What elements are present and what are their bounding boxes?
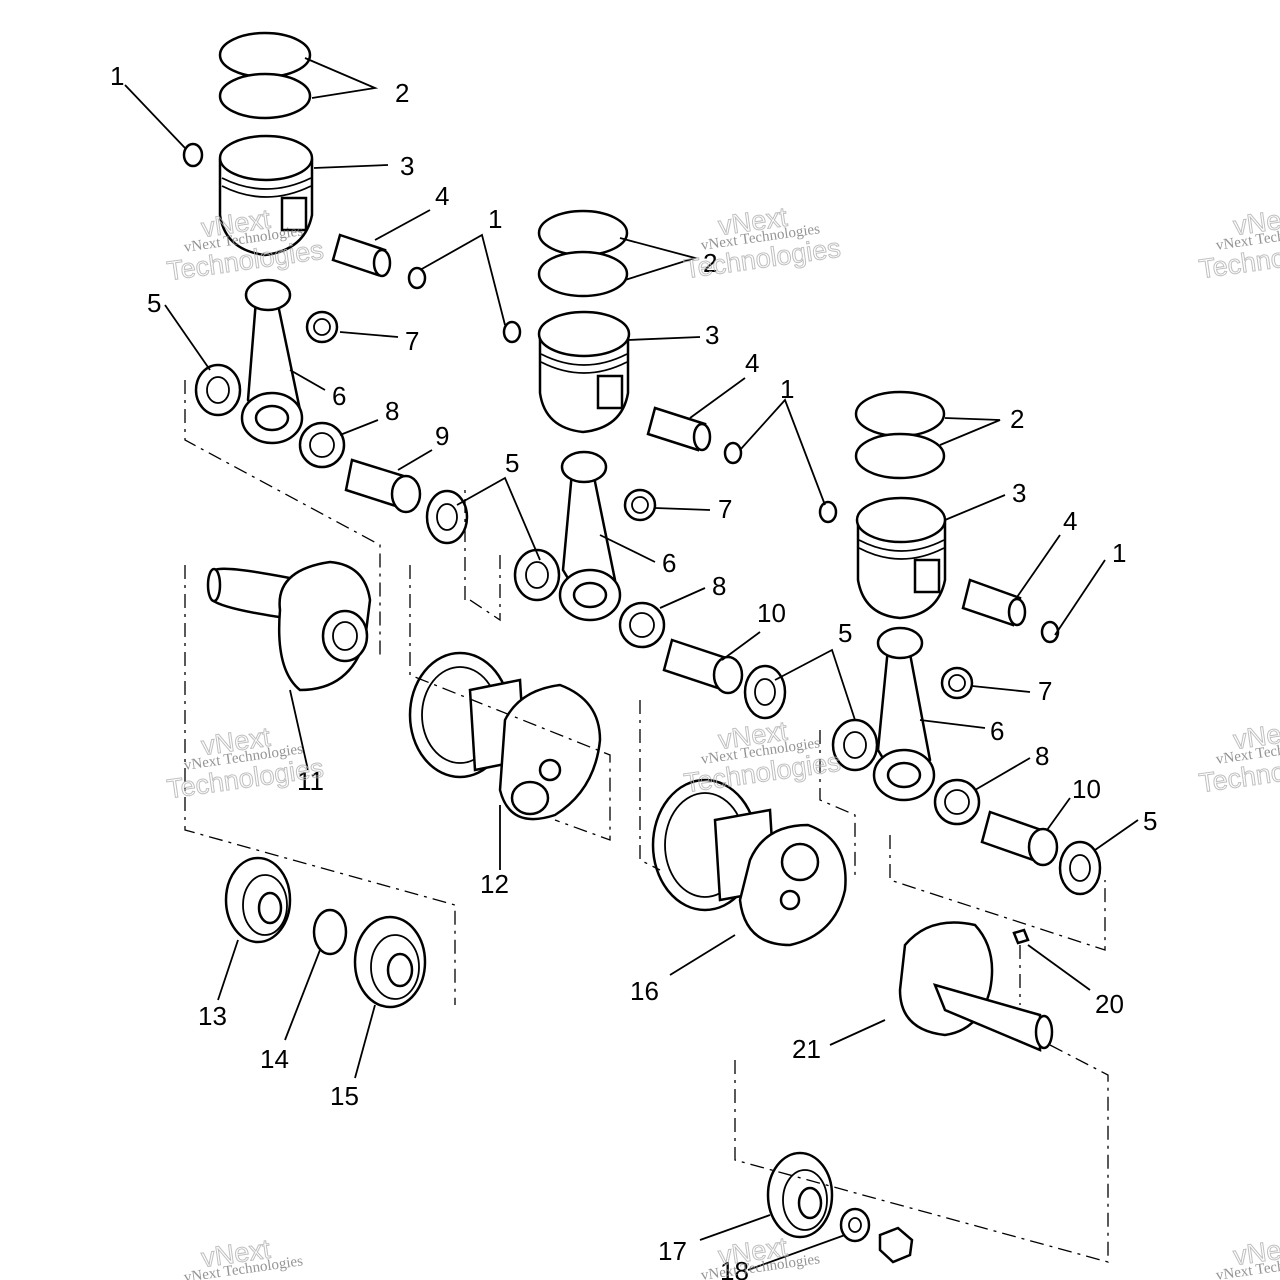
watermarks: vNext vNext Technologies Technologies vN… — [165, 201, 1280, 1280]
callout-8: 8 — [385, 396, 399, 426]
thrust-washer — [1058, 840, 1102, 896]
circlip — [1040, 620, 1060, 644]
crank-end-right — [898, 921, 1054, 1052]
piston — [856, 518, 947, 620]
needle-bearing — [933, 778, 981, 826]
piston-pin — [646, 406, 707, 452]
bearing-left-group — [224, 856, 427, 1009]
washer — [839, 1207, 871, 1243]
callout-5: 5 — [147, 288, 161, 318]
callout-15: 15 — [330, 1081, 359, 1111]
alignment-lines — [184, 380, 1109, 1263]
circlip — [407, 266, 427, 290]
woodruff-key — [1012, 928, 1030, 945]
circlip — [723, 441, 743, 465]
callout-4: 4 — [745, 348, 759, 378]
callout-17: 17 — [658, 1236, 687, 1266]
callout-2: 2 — [703, 248, 717, 278]
snap-ring — [312, 908, 348, 956]
callout-13: 13 — [198, 1001, 227, 1031]
piston-ring — [537, 250, 629, 298]
needle-bearing — [305, 310, 339, 344]
callout-3: 3 — [705, 320, 719, 350]
callout-7: 7 — [405, 326, 419, 356]
callout-8: 8 — [1035, 741, 1049, 771]
circlip — [182, 142, 204, 168]
piston-assembly-left — [182, 31, 469, 545]
callout-5: 5 — [838, 618, 852, 648]
crank-end-left — [206, 560, 372, 692]
nut — [878, 1226, 914, 1264]
callout-1: 1 — [110, 61, 124, 91]
thrust-washer — [513, 548, 561, 602]
thrust-washer — [743, 664, 787, 720]
callout-1: 1 — [1112, 538, 1126, 568]
callout-3: 3 — [1012, 478, 1026, 508]
callout-6: 6 — [662, 548, 676, 578]
callout-6: 6 — [332, 381, 346, 411]
callout-4: 4 — [435, 181, 449, 211]
callout-12: 12 — [480, 869, 509, 899]
piston-boss — [280, 196, 308, 232]
piston-ring — [218, 72, 312, 120]
callout-18: 18 — [720, 1256, 749, 1280]
callout-20: 20 — [1095, 989, 1124, 1019]
callout-1: 1 — [488, 204, 502, 234]
piston-assembly-center — [502, 209, 787, 720]
callout-10: 10 — [1072, 774, 1101, 804]
callout-9: 9 — [435, 421, 449, 451]
circlip — [818, 500, 838, 524]
leader-lines — [124, 57, 1139, 1271]
callout-14: 14 — [260, 1044, 289, 1074]
callout-16: 16 — [630, 976, 659, 1006]
callout-8: 8 — [712, 571, 726, 601]
callout-2: 2 — [1010, 404, 1024, 434]
callout-5: 5 — [505, 448, 519, 478]
callout-2: 2 — [395, 78, 409, 108]
piston-top — [218, 134, 314, 182]
piston-assembly-right — [818, 390, 1102, 896]
piston-pin — [961, 578, 1022, 627]
callout-21: 21 — [792, 1034, 821, 1064]
circlip — [502, 320, 522, 344]
callout-3: 3 — [400, 151, 414, 181]
bearing-right-group — [766, 1151, 914, 1264]
piston-ring — [854, 390, 946, 438]
callout-7: 7 — [718, 494, 732, 524]
thrust-washer — [425, 489, 469, 545]
callout-6: 6 — [990, 716, 1004, 746]
piston-ring — [854, 432, 946, 480]
callout-7: 7 — [1038, 676, 1052, 706]
needle-bearing — [618, 601, 666, 649]
needle-bearing — [298, 421, 346, 469]
callout-4: 4 — [1063, 506, 1077, 536]
callout-5: 5 — [1143, 806, 1157, 836]
callout-1: 1 — [780, 374, 794, 404]
callout-11: 11 — [297, 766, 324, 796]
piston-ring — [537, 209, 629, 257]
crank-center-section — [408, 651, 602, 821]
callout-10: 10 — [757, 598, 786, 628]
piston-ring — [218, 31, 312, 79]
needle-bearing — [940, 666, 974, 700]
crank-center-section-2 — [651, 778, 847, 947]
callout-labels: 1 2 3 4 1 5 7 6 8 9 2 3 4 1 5 7 6 8 10 2… — [110, 61, 1157, 1280]
needle-bearing — [623, 488, 657, 522]
thrust-washer — [194, 363, 242, 417]
